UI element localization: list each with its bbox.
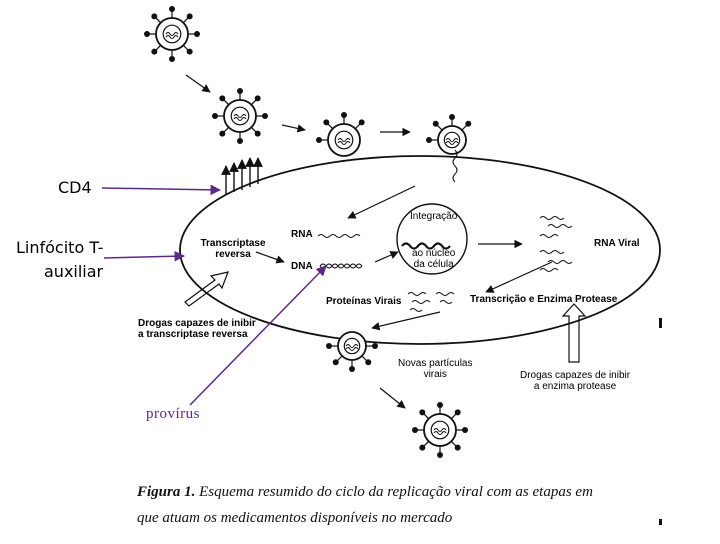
virus-particle [316,112,365,157]
arrow-release [379,387,406,409]
label-nucleo-line2: da célula [413,259,454,270]
label-transcricao: Transcrição e Enzima Protease [470,294,618,305]
caption-line1-text: Esquema resumido do ciclo da replicação … [195,484,593,500]
label-cd4: CD4 [58,178,92,197]
arrow-assembly [371,311,441,331]
label-novas-line1: Novas partículas [398,358,473,369]
edge-mark [659,519,662,525]
dna-strand-b [319,263,363,269]
label-drogas-rt-line2: a transcriptase reversa [138,329,248,340]
cd4-receptors [221,157,263,194]
label-drogas-rt: Drogas capazes de inibir a transcriptase… [138,318,256,340]
virus-particle [412,402,468,458]
label-drogas-protease: Drogas capazes de inibir a enzima protea… [520,370,630,392]
arrow-rt-to-dna [255,251,285,264]
arrow-to-integration [374,251,399,263]
pointer-lymphocyte [103,250,186,262]
label-drogas-prot-line2: a enzima protease [533,381,617,392]
arrow-entry-1 [185,74,211,93]
pointer-cd4 [101,184,222,196]
nucleus [396,203,468,275]
label-novas-line2: virais [423,369,447,380]
pointer-provirus [189,265,327,406]
arrow-entry-2 [281,124,306,133]
arrow-rna-entry [347,185,416,219]
label-novas-particulas: Novas partículas virais [398,358,472,380]
drug-arrow-protease [561,303,587,363]
label-nucleo: ao núcleo da célula [412,248,455,270]
figure-caption-line1: Figura 1. Esquema resumido do ciclo da r… [137,484,593,501]
label-dna: DNA [291,261,313,272]
label-lymphocyte-line1: Linfócito T- [16,238,104,257]
caption-figure-number: Figura 1. [137,484,196,500]
rna-entering-cell [452,149,458,183]
rna-strand [317,234,361,238]
label-drogas-rt-line1: Drogas capazes de inibir [138,318,256,329]
label-nucleo-line1: ao núcleo [412,248,456,259]
virus-particle [144,6,200,62]
integration-strand [401,242,451,250]
label-rna-viral: RNA Viral [594,238,640,249]
label-transcriptase-line2: reversa [215,249,251,260]
viral-protein-strands [407,292,455,312]
label-rna: RNA [291,229,313,240]
label-integracao: Integração [410,211,458,222]
label-transcriptase-line1: Transcriptase [200,238,266,249]
figure-caption-line2: que atuam os medicamentos disponíveis no… [137,510,453,526]
label-lymphocyte-line2: auxiliar [44,262,104,281]
virus-particle [326,331,378,372]
label-drogas-prot-line1: Drogas capazes de inibir [520,370,631,381]
label-provirus: provírus [146,406,200,422]
label-proteinas-virais: Proteínas Virais [326,296,402,307]
cell-membrane [179,155,661,345]
virus-particle [212,88,268,144]
drug-arrow-rt [184,271,229,307]
rna-viral-strands [539,216,573,272]
virus-particle [426,114,472,155]
virus-particles [144,6,472,458]
edge-mark [659,318,662,328]
label-transcriptase: Transcriptase reversa [200,238,266,260]
arrow-to-proteins [485,261,553,293]
